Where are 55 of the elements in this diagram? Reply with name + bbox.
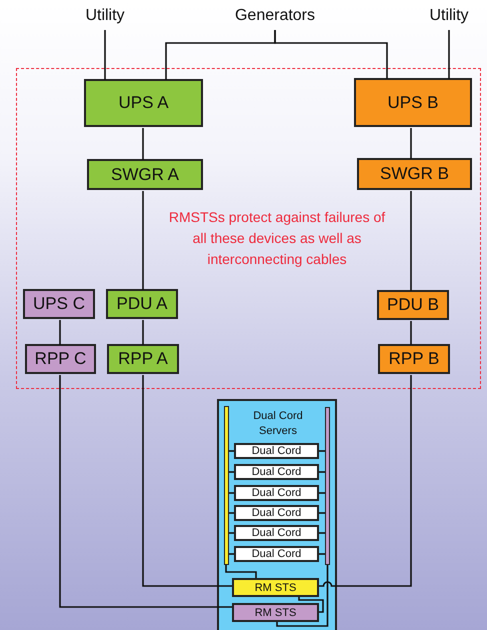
connector: [142, 191, 144, 290]
server-box: Dual Cord: [234, 546, 319, 562]
connector: [448, 30, 450, 79]
connector: [319, 375, 412, 587]
connector: [410, 321, 412, 345]
connector: [142, 128, 144, 160]
equipment-box: RPP B: [378, 344, 450, 374]
server-rack: [217, 399, 337, 630]
connector: [59, 320, 61, 345]
connector: [229, 512, 234, 514]
equipment-box: PDU B: [377, 290, 449, 320]
connector: [319, 450, 325, 452]
equipment-box: SWGR B: [357, 158, 472, 190]
transfer-switch: RM STS: [232, 578, 319, 597]
connector: [104, 30, 106, 80]
connector: [298, 597, 324, 613]
equipment-box: UPS B: [354, 78, 472, 127]
connector: [319, 532, 325, 534]
server-box: Dual Cord: [234, 505, 319, 521]
connector: [319, 471, 325, 473]
connector: [319, 512, 325, 514]
connector: [229, 553, 234, 555]
connector: [59, 375, 232, 608]
server-box: Dual Cord: [234, 443, 319, 459]
connector: [229, 450, 234, 452]
connector: [229, 471, 234, 473]
equipment-box: RPP C: [25, 344, 96, 374]
server-box: Dual Cord: [234, 485, 319, 501]
equipment-box: PDU A: [106, 289, 178, 319]
connector: [229, 532, 234, 534]
server-box: Dual Cord: [234, 525, 319, 541]
connector: [410, 191, 412, 291]
transfer-switch: RM STS: [232, 603, 319, 622]
equipment-box: UPS A: [84, 79, 203, 127]
connector: [142, 320, 144, 345]
power-strip-bar: [224, 406, 229, 565]
connector: [319, 553, 325, 555]
equipment-box: RPP A: [107, 344, 179, 374]
zone-note: RMSTSs protect against failures of all these devices as well as interconnecting cables: [168, 208, 386, 269]
connector: [319, 492, 325, 494]
source-label: Utility: [422, 2, 476, 30]
source-label: Utility: [78, 2, 132, 30]
power-strip-bar: [325, 407, 330, 565]
connector: [274, 30, 388, 79]
protection-zone: [16, 68, 481, 389]
connector: [142, 375, 232, 587]
source-label: Generators: [228, 2, 322, 30]
connector: [229, 492, 234, 494]
equipment-box: UPS C: [23, 289, 95, 319]
server-box: Dual Cord: [234, 464, 319, 480]
connector: [276, 565, 328, 627]
connector: [410, 128, 412, 159]
equipment-box: SWGR A: [87, 159, 203, 190]
rack-title: Dual Cord Servers: [252, 409, 304, 439]
connector: [225, 565, 257, 578]
